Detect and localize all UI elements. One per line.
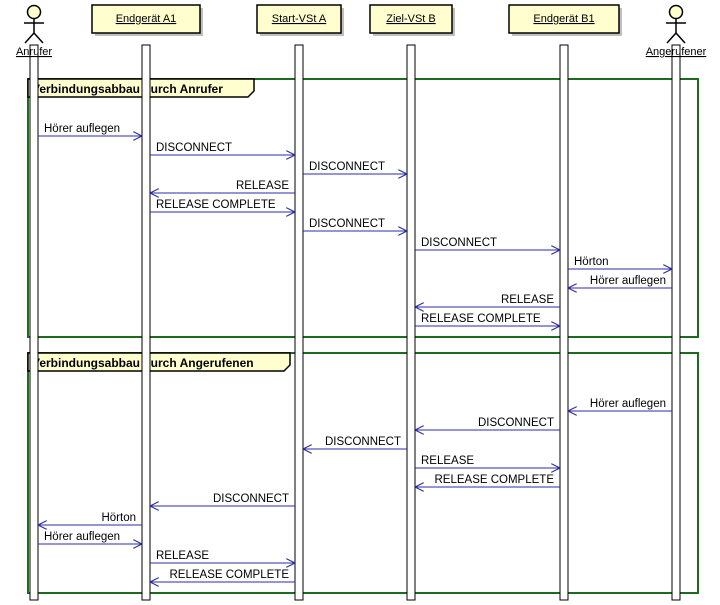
message-1-2: DISCONNECT (150, 142, 295, 155)
message-label: Hörer auflegen (590, 275, 666, 287)
message-label: Hörer auflegen (44, 531, 120, 543)
message-2-2: DISCONNECT (415, 417, 560, 430)
message-label: DISCONNECT (156, 142, 232, 154)
message-2-7: Hörton (38, 512, 142, 525)
message-2-3: DISCONNECT (303, 436, 407, 449)
participant-label: Start-VSt A (272, 13, 327, 25)
message-2-9: RELEASE (150, 550, 295, 563)
message-label: RELEASE (236, 180, 289, 192)
participant-box (508, 4, 620, 34)
lifeline-anrufer (29, 44, 39, 601)
message-2-10: RELEASE COMPLETE (150, 569, 295, 582)
message-label: Hörton (574, 256, 609, 268)
group-frame-2: Verbindungsabbau durch Angerufenen (27, 352, 699, 594)
message-1-3: DISCONNECT (303, 161, 407, 174)
participant-a1: Endgerät A1 (91, 4, 203, 36)
message-label: DISCONNECT (478, 417, 554, 429)
message-2-5: RELEASE COMPLETE (415, 474, 560, 487)
message-label: Hörton (101, 512, 136, 524)
message-label: DISCONNECT (213, 493, 289, 505)
message-1-1: Hörer auflegen (38, 123, 142, 136)
message-label: RELEASE COMPLETE (434, 474, 554, 486)
participant-box (91, 4, 201, 34)
lifeline-vstb (406, 44, 416, 601)
group-frame-1: Verbindungsabbau durch Anrufer (27, 78, 699, 338)
message-label: DISCONNECT (325, 436, 401, 448)
message-2-1: Hörer auflegen (568, 398, 672, 411)
message-label: DISCONNECT (309, 161, 385, 173)
participant-box (256, 4, 342, 34)
lifeline-a1 (141, 44, 151, 601)
message-label: RELEASE COMPLETE (421, 313, 541, 325)
participant-label: Endgerät B1 (533, 13, 594, 25)
message-label: Hörer auflegen (590, 398, 666, 410)
group-title: Verbindungsabbau durch Anrufer (32, 82, 223, 96)
message-label: RELEASE (421, 455, 474, 467)
actor-leg-right (675, 32, 686, 44)
message-label: RELEASE COMPLETE (169, 569, 289, 581)
participant-angerufener: Angerufener (646, 4, 707, 58)
participant-label: Anrufer (16, 46, 52, 58)
message-label: RELEASE COMPLETE (156, 199, 276, 211)
actor-icon (24, 4, 44, 44)
message-label: RELEASE (156, 550, 209, 562)
actor-head (668, 4, 684, 20)
lifeline-vsta (294, 44, 304, 601)
actor-leg-left (24, 32, 35, 44)
message-1-11: RELEASE COMPLETE (415, 313, 560, 326)
actor-icon (666, 4, 686, 44)
message-2-8: Hörer auflegen (38, 531, 142, 544)
participant-box (369, 4, 453, 34)
participant-label: Endgerät A1 (116, 13, 177, 25)
participant-label: Ziel-VSt B (386, 13, 436, 25)
actor-head (26, 4, 42, 20)
lifeline-angerufener (671, 44, 681, 601)
message-1-6: DISCONNECT (303, 218, 407, 231)
message-1-9: Hörer auflegen (568, 275, 672, 288)
message-1-4: RELEASE (150, 180, 295, 193)
lifeline-b1 (559, 44, 569, 601)
message-label: DISCONNECT (309, 218, 385, 230)
participant-anrufer: Anrufer (16, 4, 52, 58)
message-1-5: RELEASE COMPLETE (150, 199, 295, 212)
participant-vstb: Ziel-VSt B (369, 4, 455, 36)
participant-label: Angerufener (646, 46, 707, 58)
participant-vsta: Start-VSt A (256, 4, 344, 36)
group-tab (27, 352, 291, 372)
group-border (27, 78, 699, 338)
message-1-10: RELEASE (415, 294, 560, 307)
message-2-4: RELEASE (415, 455, 560, 468)
message-1-8: Hörton (568, 256, 672, 269)
message-label: DISCONNECT (421, 237, 497, 249)
message-label: RELEASE (501, 294, 554, 306)
participant-b1: Endgerät B1 (508, 4, 622, 36)
message-2-6: DISCONNECT (150, 493, 295, 506)
group-tab (27, 78, 255, 98)
message-1-7: DISCONNECT (415, 237, 560, 250)
message-label: Hörer auflegen (44, 123, 120, 135)
group-border (27, 352, 699, 594)
actor-leg-right (33, 32, 44, 44)
actor-leg-left (666, 32, 677, 44)
